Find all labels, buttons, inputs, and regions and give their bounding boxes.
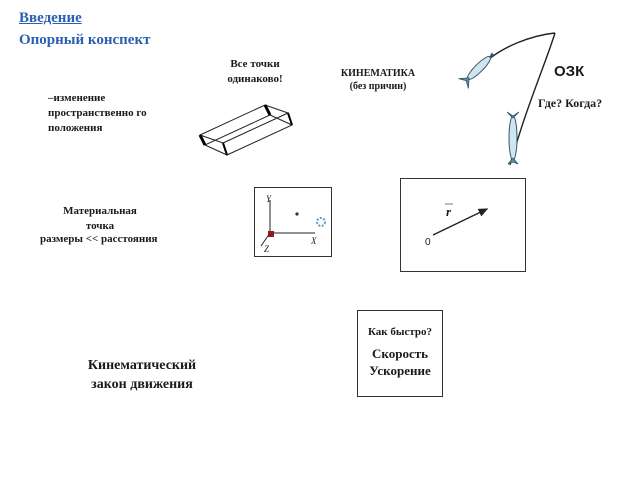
radius-vector-label: r	[446, 204, 452, 219]
rocket-top	[458, 52, 495, 89]
kinematics-title: КИНЕМАТИКА (без причин)	[330, 67, 426, 93]
rocket-bottom	[506, 111, 520, 165]
translation-prism-figure	[198, 104, 293, 156]
intro-link[interactable]: Введение	[19, 10, 82, 26]
coordinate-system-box: Y X Z	[254, 187, 332, 257]
no-cause-word: (без причин)	[349, 81, 407, 92]
rocket-trajectory-figure	[458, 32, 556, 166]
z-axis-label: Z	[264, 244, 270, 254]
speed-acceleration-box: Как быстро? Скорость Ускорение	[357, 310, 443, 397]
axes-figure	[260, 200, 326, 247]
acceleration-label: Ускорение	[369, 363, 431, 378]
speed-label: Скорость	[372, 346, 428, 361]
material-point-dot	[295, 212, 299, 216]
summary-title: Опорный конспект	[19, 32, 151, 48]
radius-vector-figure	[432, 203, 489, 236]
how-fast-question: Как быстро?	[367, 326, 433, 338]
radius-vector-arrow	[432, 208, 489, 236]
marked-edge-left	[198, 134, 207, 146]
kinematic-law-label: Кинематический закон движения	[72, 356, 212, 394]
change-definition: –изменение пространственно го положения	[48, 92, 147, 134]
kinematics-word: КИНЕМАТИКА	[340, 68, 416, 79]
ozk-label: ОЗК	[554, 63, 585, 80]
radius-vector-box: r 0	[400, 178, 526, 272]
sizes-note: размеры << расстояния	[40, 233, 158, 245]
all-points-note: Все точки одинаково!	[215, 57, 295, 87]
kinematic-law-line1: Кинематический	[87, 358, 197, 373]
where-when-label: Где? Когда?	[538, 96, 603, 110]
y-axis-label: Y	[266, 194, 272, 204]
all-points-line1: Все точки	[230, 58, 280, 70]
origin-marker	[268, 231, 274, 237]
kinematic-law-line2: закон движения	[91, 377, 193, 392]
marked-edge-right	[263, 104, 272, 116]
moving-body-icon	[316, 217, 326, 227]
all-points-line2: одинаково!	[227, 73, 283, 85]
material-point-label: Материальная точка	[63, 205, 137, 232]
origin-label: 0	[425, 237, 431, 248]
x-axis-label: X	[311, 236, 317, 246]
